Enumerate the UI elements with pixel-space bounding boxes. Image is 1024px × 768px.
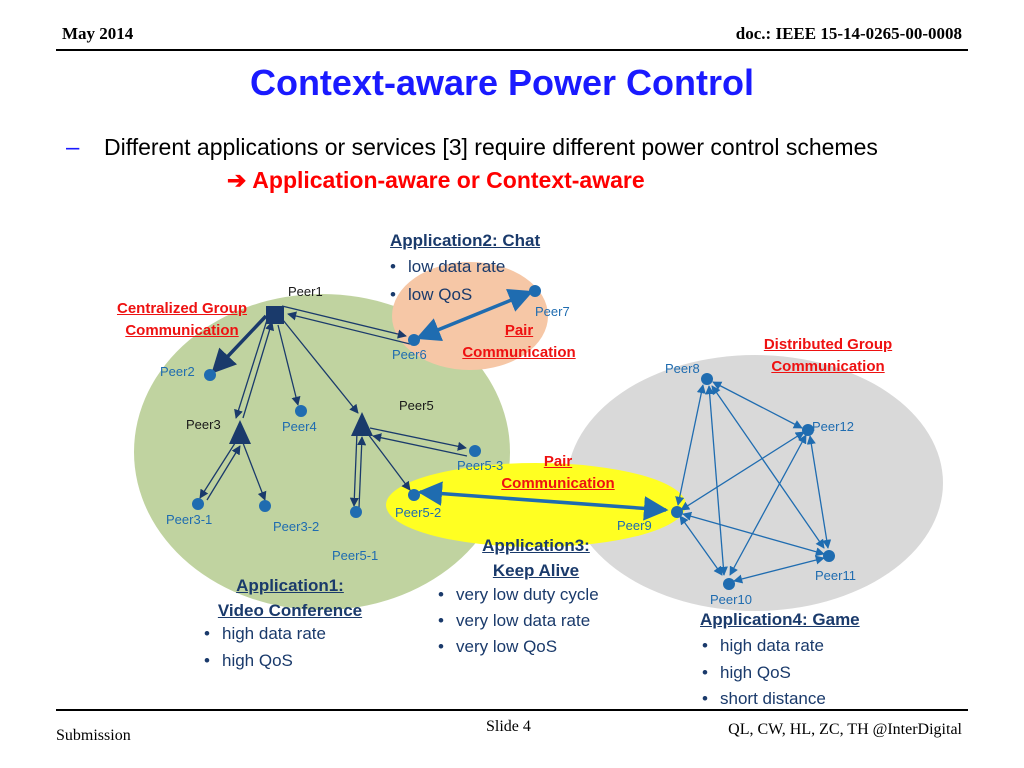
footer-left: Submission (56, 727, 131, 744)
peer8-node (701, 373, 713, 385)
app1-bullet-2: high QoS (222, 651, 293, 671)
peer3-label: Peer3 (186, 417, 221, 432)
distributed-edges (675, 381, 832, 584)
peer3-1-node (192, 498, 204, 510)
pair-top-label-line1: Pair (504, 322, 534, 339)
peer5-2-node (408, 489, 420, 501)
peer4-label: Peer4 (282, 419, 317, 434)
app3-title-line2: Keep Alive (492, 561, 580, 580)
app3-bullet-1: very low duty cycle (456, 585, 599, 605)
footer-rule (56, 709, 968, 711)
peer5-1-node (350, 506, 362, 518)
peer4-node (295, 405, 307, 417)
app2-title: Application2: Chat (390, 231, 541, 250)
peer2-node (204, 369, 216, 381)
peer3-2-label: Peer3-2 (273, 519, 320, 534)
peer2-label: Peer2 (160, 364, 195, 379)
app3-bullet-2: very low data rate (456, 611, 590, 631)
centralized-edges (199, 305, 468, 509)
peer12-node (802, 424, 814, 436)
highlight-line: ➔Application-aware or Context-aware (227, 167, 645, 194)
peer5-3-label: Peer5-3 (457, 458, 504, 473)
slide-title: Context-aware Power Control (249, 62, 755, 103)
app4-bullet-1: high data rate (720, 636, 824, 656)
app3-bullet-3: very low QoS (456, 637, 557, 657)
peer5-1-label: Peer5-1 (332, 548, 379, 563)
peer1-label: Peer1 (288, 284, 323, 299)
peer6-label: Peer6 (392, 347, 427, 362)
peer9-node (671, 506, 683, 518)
peer3-node (229, 420, 251, 444)
app4-title: Application4: Game (700, 610, 860, 629)
app4-bullet-3: short distance (720, 689, 826, 709)
pair-mid-label-line1: Pair (543, 453, 573, 470)
pair-link-mid (417, 481, 669, 521)
peer10-label: Peer10 (710, 592, 752, 607)
peer7-label: Peer7 (535, 304, 570, 319)
pair-link-top (415, 288, 534, 342)
peer5-node (351, 412, 373, 436)
arrow-right-icon: ➔ (227, 167, 247, 193)
distributed-group-label: Distributed Group Communication (752, 334, 904, 378)
app4-bullet-2: high QoS (720, 663, 791, 683)
pair-mid-label-line2: Communication (501, 475, 615, 492)
header-date: May 2014 (62, 24, 134, 43)
slide-number: Slide 4 (486, 718, 531, 735)
app1-title: Application1: Video Conference (176, 573, 404, 623)
peer5-label: Peer5 (399, 398, 434, 413)
app1-bullet-1: high data rate (222, 624, 326, 644)
centralized-group-label-line1: Centralized Group (116, 300, 247, 317)
peer9-label: Peer9 (617, 518, 652, 533)
peer6-node (408, 334, 420, 346)
peer10-node (723, 578, 735, 590)
peer7-node (529, 285, 541, 297)
app2-bullet-2: low QoS (408, 285, 472, 305)
distributed-group-label-line1: Distributed Group (763, 336, 893, 353)
pair-top-label-line2: Communication (462, 344, 576, 361)
peer12-label: Peer12 (812, 419, 854, 434)
pair-top-label: Pair Communication (450, 320, 588, 364)
peer11-label: Peer11 (815, 568, 856, 583)
peer5-2-label: Peer5-2 (395, 505, 442, 520)
app1-title-line1: Application1: (236, 576, 344, 595)
peer11-node (823, 550, 835, 562)
subtitle-dash: – (66, 134, 80, 161)
distributed-group-label-line2: Communication (771, 358, 885, 375)
app2-bullet-1: low data rate (408, 257, 505, 277)
peer3-1-label: Peer3-1 (166, 512, 213, 527)
app3-title-line1: Application3: (482, 536, 590, 555)
footer-right: QL, CW, HL, ZC, TH @InterDigital (728, 721, 962, 738)
app3-title: Application3: Keep Alive (436, 533, 636, 583)
subtitle-text: Different applications or services [3] r… (104, 134, 878, 160)
header-doc-id: doc.: IEEE 15-14-0265-00-0008 (735, 24, 962, 43)
peer5-3-node (469, 445, 481, 457)
peer-dots (192, 285, 835, 590)
app1-title-line2: Video Conference (217, 601, 363, 620)
header-rule (56, 49, 968, 51)
highlight-text: Application-aware or Context-aware (252, 167, 645, 193)
pair-mid-label: Pair Communication (490, 451, 626, 495)
peer8-label: Peer8 (665, 361, 700, 376)
peer3-2-node (259, 500, 271, 512)
peer1-node (266, 306, 284, 324)
centralized-group-label: Centralized Group Communication (106, 298, 258, 342)
centralized-group-label-line2: Communication (125, 322, 239, 339)
